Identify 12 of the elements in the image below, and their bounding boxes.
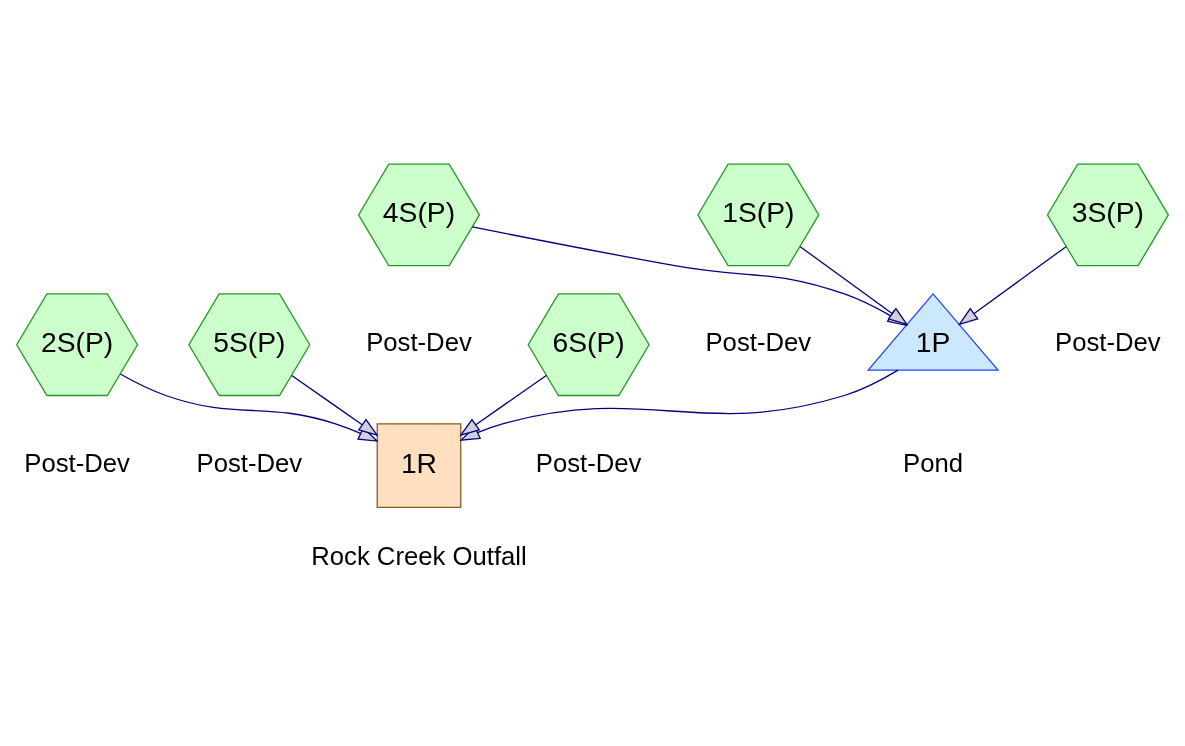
arrow	[957, 246, 1067, 326]
node-box: 1R	[376, 423, 462, 508]
node-label: Post-Dev	[196, 448, 303, 477]
node-label: Post-Dev	[705, 328, 812, 357]
arrow	[291, 374, 379, 437]
node-label: Pond	[903, 448, 964, 477]
node-label: Post-Dev	[24, 448, 130, 477]
arrow	[459, 374, 547, 437]
node-label: Post-Dev	[1055, 328, 1161, 357]
node-label: Post-Dev	[366, 328, 472, 357]
node-label: Post-Dev	[535, 448, 642, 477]
node-label: Rock Creek Outfall	[311, 542, 527, 571]
